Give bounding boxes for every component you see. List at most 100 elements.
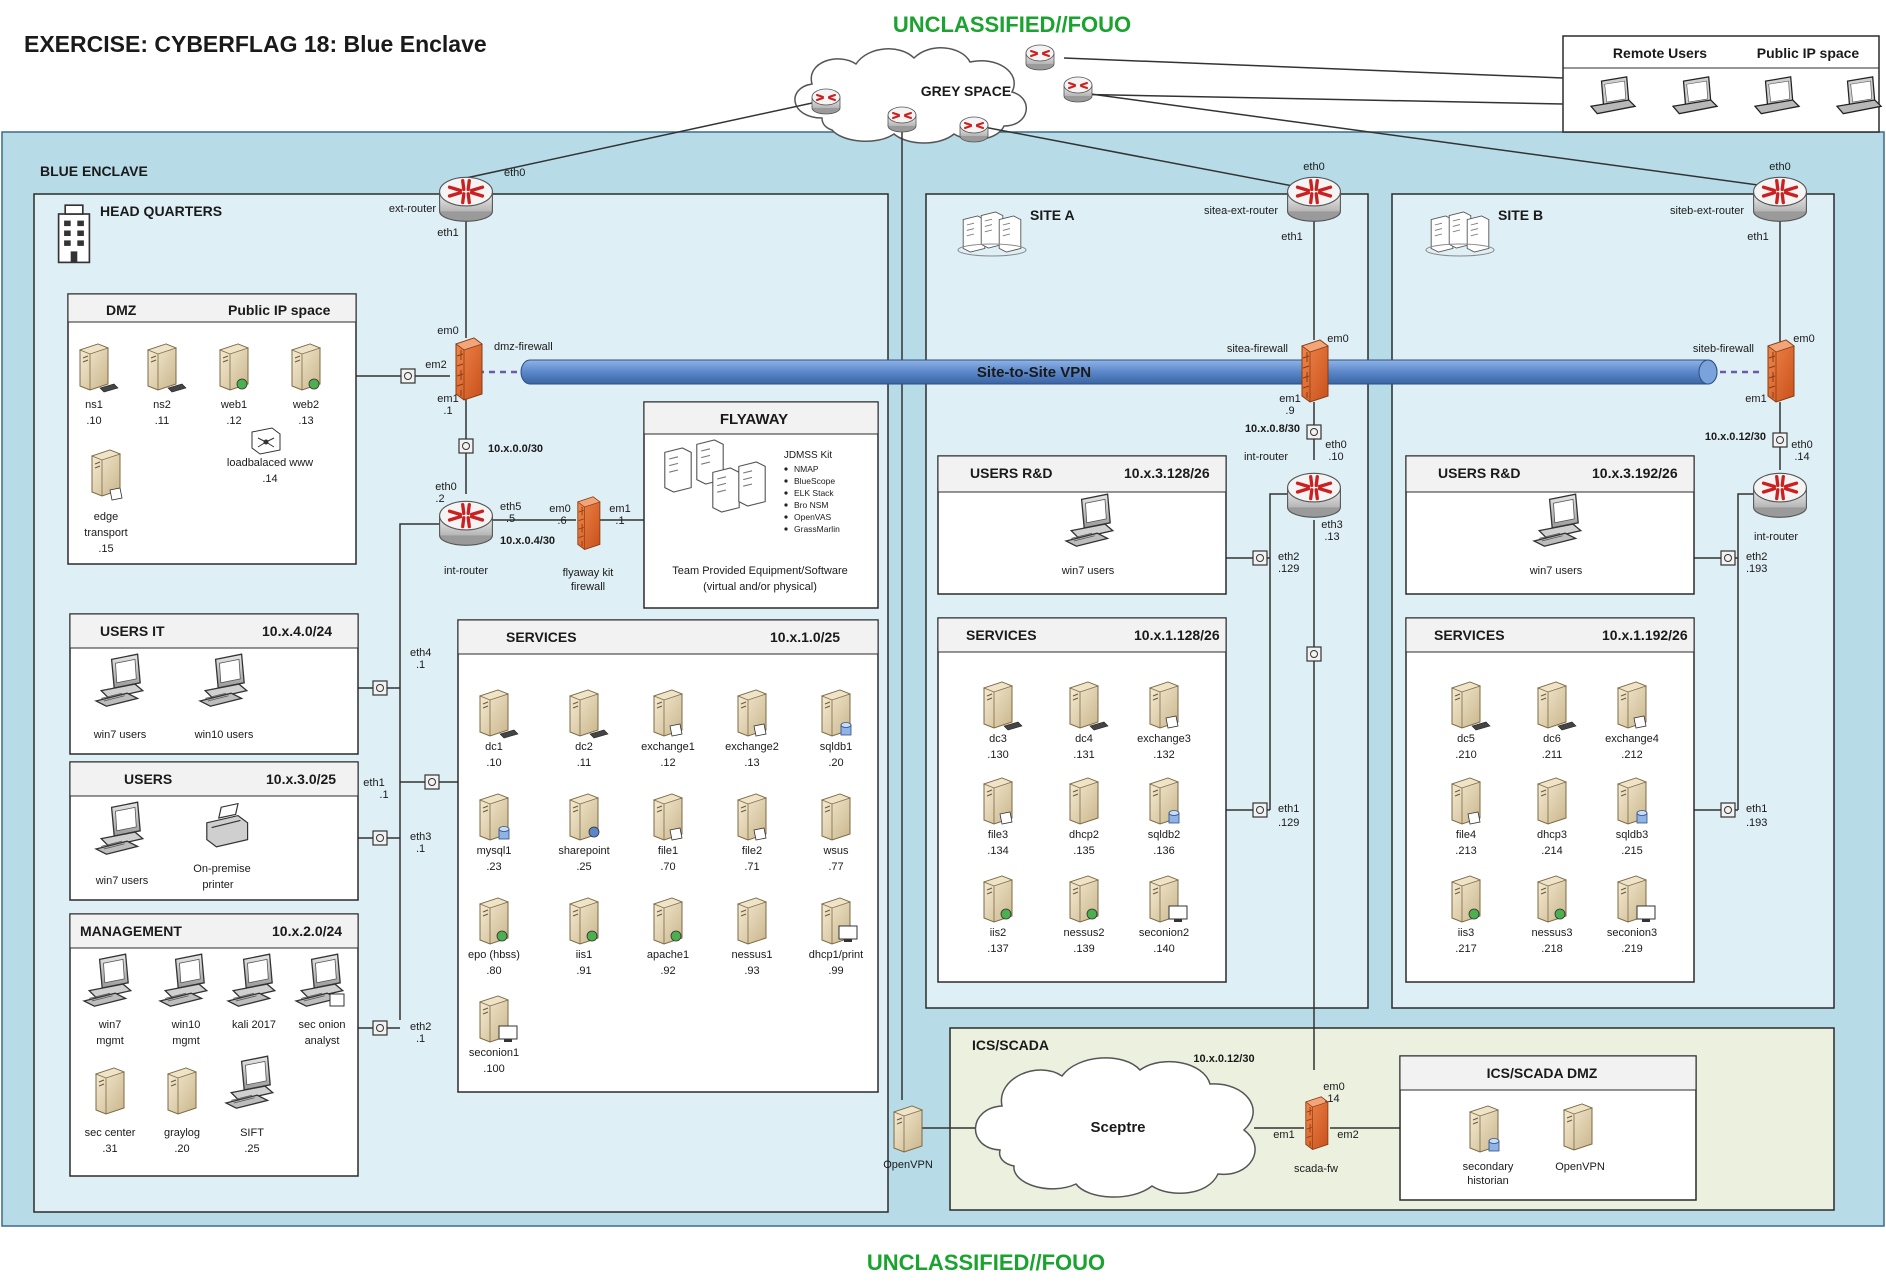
flyaway-firewall-icon — [577, 496, 601, 550]
globe-badge-icon — [1000, 908, 1012, 920]
site_b-service-ip: .212 — [1621, 749, 1642, 761]
int-router-eth0: eth0 — [435, 481, 456, 493]
grey-router-icon — [1063, 76, 1093, 103]
ext-router-name: ext-router — [389, 203, 436, 215]
rack-server-icon — [738, 461, 766, 507]
doc-badge-icon — [999, 811, 1013, 825]
dmz-fw-name: dmz-firewall — [494, 341, 553, 353]
ext-router-icon — [437, 175, 495, 223]
doc-badge-icon — [1467, 811, 1481, 825]
users-switch-icon — [372, 830, 388, 846]
site_b-title: SITE B — [1498, 207, 1543, 223]
hq-service-ip: .25 — [576, 861, 591, 873]
onion-badge-icon — [498, 1025, 518, 1040]
site_b-service-name: seconion3 — [1607, 927, 1657, 939]
site_a-users-host: win7 users — [1061, 565, 1115, 577]
flyaway-title: FLYAWAY — [720, 411, 788, 428]
users-printer-name: printer — [202, 879, 234, 891]
hq-service-server-icon — [479, 689, 509, 737]
ics-openvpn-server-icon — [1563, 1103, 1593, 1151]
mgmt-switch-icon — [372, 1020, 388, 1036]
scada-fw-em1: em1 — [1273, 1129, 1294, 1141]
mgmt-host-name: sec center — [85, 1127, 136, 1139]
site_b-services-switch-icon — [1720, 802, 1736, 818]
hq-trunk-switch-icon — [458, 438, 474, 454]
hq-service-server-icon — [737, 897, 767, 945]
site_b-service-server-icon — [1537, 777, 1567, 825]
site_b-ext-router-icon — [1751, 175, 1809, 223]
remote-users-title: Remote Users — [1613, 45, 1707, 61]
site_b-int-router-eth0: eth0 — [1791, 439, 1812, 451]
dmz-server-ip: .11 — [155, 415, 169, 427]
onion-badge-icon-stand — [1642, 919, 1650, 922]
site_a-service-name: dc3 — [989, 733, 1007, 745]
scada-fw-em0: em0 — [1323, 1081, 1344, 1093]
site_a-firewall-icon — [1301, 339, 1329, 403]
rack-server-icon — [712, 467, 740, 513]
load-balancer-name: loadbalaced www — [227, 457, 313, 469]
scada-fw-em2: em2 — [1337, 1129, 1358, 1141]
site_a-int-router-eth3-ip: .13 — [1324, 531, 1339, 543]
dmz-fw-em2: em2 — [425, 359, 446, 371]
site_b-link-switch-icon — [1772, 432, 1788, 448]
site_a-service-ip: .135 — [1073, 845, 1094, 857]
int-router-name: int-router — [444, 565, 488, 577]
rack-server-icon — [664, 447, 692, 493]
flyaway-fw-em1-ip: .1 — [615, 515, 624, 527]
classification-top: UNCLASSIFIED//FOUO — [893, 12, 1131, 37]
mgmt-host-name: mgmt — [172, 1035, 200, 1047]
mgmt-host-ip: .25 — [244, 1143, 259, 1155]
site_b-service-name: file4 — [1456, 829, 1476, 841]
bullet-icon — [784, 515, 788, 519]
scada-fw-em0-ip: .14 — [1324, 1093, 1339, 1105]
users-it-header — [69, 613, 359, 649]
site_a-service-server-icon — [983, 681, 1013, 729]
flyaway-caption: (virtual and/or physical) — [703, 581, 817, 593]
remote-public-ip-title: Public IP space — [1757, 45, 1860, 61]
site_a-users-iface-ip: .129 — [1278, 563, 1299, 575]
hq-service-ip: .10 — [486, 757, 501, 769]
site_a-service-server-icon — [1069, 777, 1099, 825]
site_a-ext-router-icon — [1285, 175, 1343, 223]
site_a-users-title: USERS R&D — [970, 465, 1052, 481]
hq-services-subnet: 10.x.1.0/25 — [770, 629, 840, 645]
site_b-ext-router-name: siteb-ext-router — [1670, 205, 1744, 217]
site_b-ext-router-eth0: eth0 — [1769, 161, 1790, 173]
site-b-services-header — [1405, 617, 1695, 653]
management-title: MANAGEMENT — [80, 923, 182, 939]
globe-badge-icon — [496, 930, 508, 942]
site_b-ext-router-eth1: eth1 — [1747, 231, 1768, 243]
site_a-ext-router-eth0: eth0 — [1303, 161, 1324, 173]
hq-service-name: epo (hbss) — [468, 949, 520, 961]
jdmss-kit-item: OpenVAS — [794, 512, 832, 522]
globe-badge-icon — [670, 930, 682, 942]
int-router-eth5: eth5 — [500, 501, 521, 513]
site_b-firewall-name: siteb-firewall — [1693, 343, 1754, 355]
onion-badge-icon-stand — [1174, 919, 1182, 922]
hq-trunk-switch-icon — [424, 774, 440, 790]
site_b-service-ip: .219 — [1621, 943, 1642, 955]
hq-eth3-ip: .1 — [416, 843, 425, 855]
site_b-service-ip: .217 — [1455, 943, 1476, 955]
globe-badge-icon — [308, 378, 320, 390]
hq-service-name: file1 — [658, 845, 678, 857]
site-a-links — [1226, 210, 1315, 1070]
site_b-services-subnet: 10.x.1.192/26 — [1602, 627, 1688, 643]
dmz-server-icon — [147, 343, 177, 391]
mgmt-host-name: kali 2017 — [232, 1019, 276, 1031]
users-it-host: win10 users — [194, 729, 254, 741]
globe-badge-icon — [1554, 908, 1566, 920]
site_a-firewall-em1-ip: .9 — [1285, 405, 1294, 417]
flyaway-header — [643, 401, 879, 435]
grey-router-icon — [887, 106, 917, 133]
globe-badge-icon — [236, 378, 248, 390]
site_a-services-iface: eth1 — [1278, 803, 1299, 815]
site_b-rack-base — [1425, 243, 1495, 257]
site_a-service-server-icon — [1069, 681, 1099, 729]
site_b-service-name: iis3 — [1458, 927, 1475, 939]
dmz-subtitle: Public IP space — [228, 302, 331, 318]
site_b-services-iface-ip: .193 — [1746, 817, 1767, 829]
bullet-icon — [784, 479, 788, 483]
